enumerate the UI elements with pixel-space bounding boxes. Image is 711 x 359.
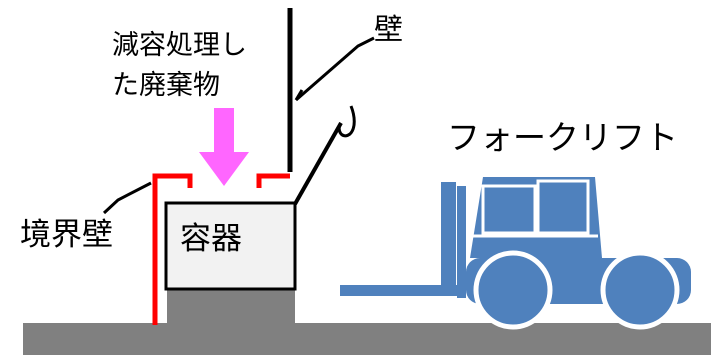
container-base <box>167 289 295 325</box>
forklift-fork <box>340 285 458 296</box>
forklift-label: フォークリフト <box>447 118 678 157</box>
forklift-mast <box>441 182 456 290</box>
forklift-window-right <box>536 179 590 235</box>
waste-label-line1: 減容処理し <box>112 30 247 61</box>
container-label: 容器 <box>180 221 242 257</box>
waste-label: 減容処理し た廃棄物 <box>112 26 247 106</box>
ground <box>23 323 711 355</box>
forklift-wheel-rear <box>600 250 680 330</box>
wall-leader-arrow <box>294 89 304 101</box>
forklift <box>340 177 691 330</box>
wall-leader-line <box>295 36 375 102</box>
forklift-wheel-front <box>473 250 553 330</box>
boundary-wall-right <box>256 173 290 188</box>
wall-label: 壁 <box>374 12 404 46</box>
boundary-wall <box>152 173 193 325</box>
boundary-leader-line <box>102 181 152 215</box>
forklift-window-left <box>481 184 537 235</box>
lid-arm <box>293 122 343 205</box>
container <box>164 201 297 291</box>
lid-hook <box>337 105 356 138</box>
waste-label-line2: た廃棄物 <box>112 70 220 101</box>
waste-arrow <box>199 108 249 186</box>
boundary-wall-label: 境界壁 <box>20 217 113 253</box>
forklift-mast-bar <box>457 186 466 298</box>
